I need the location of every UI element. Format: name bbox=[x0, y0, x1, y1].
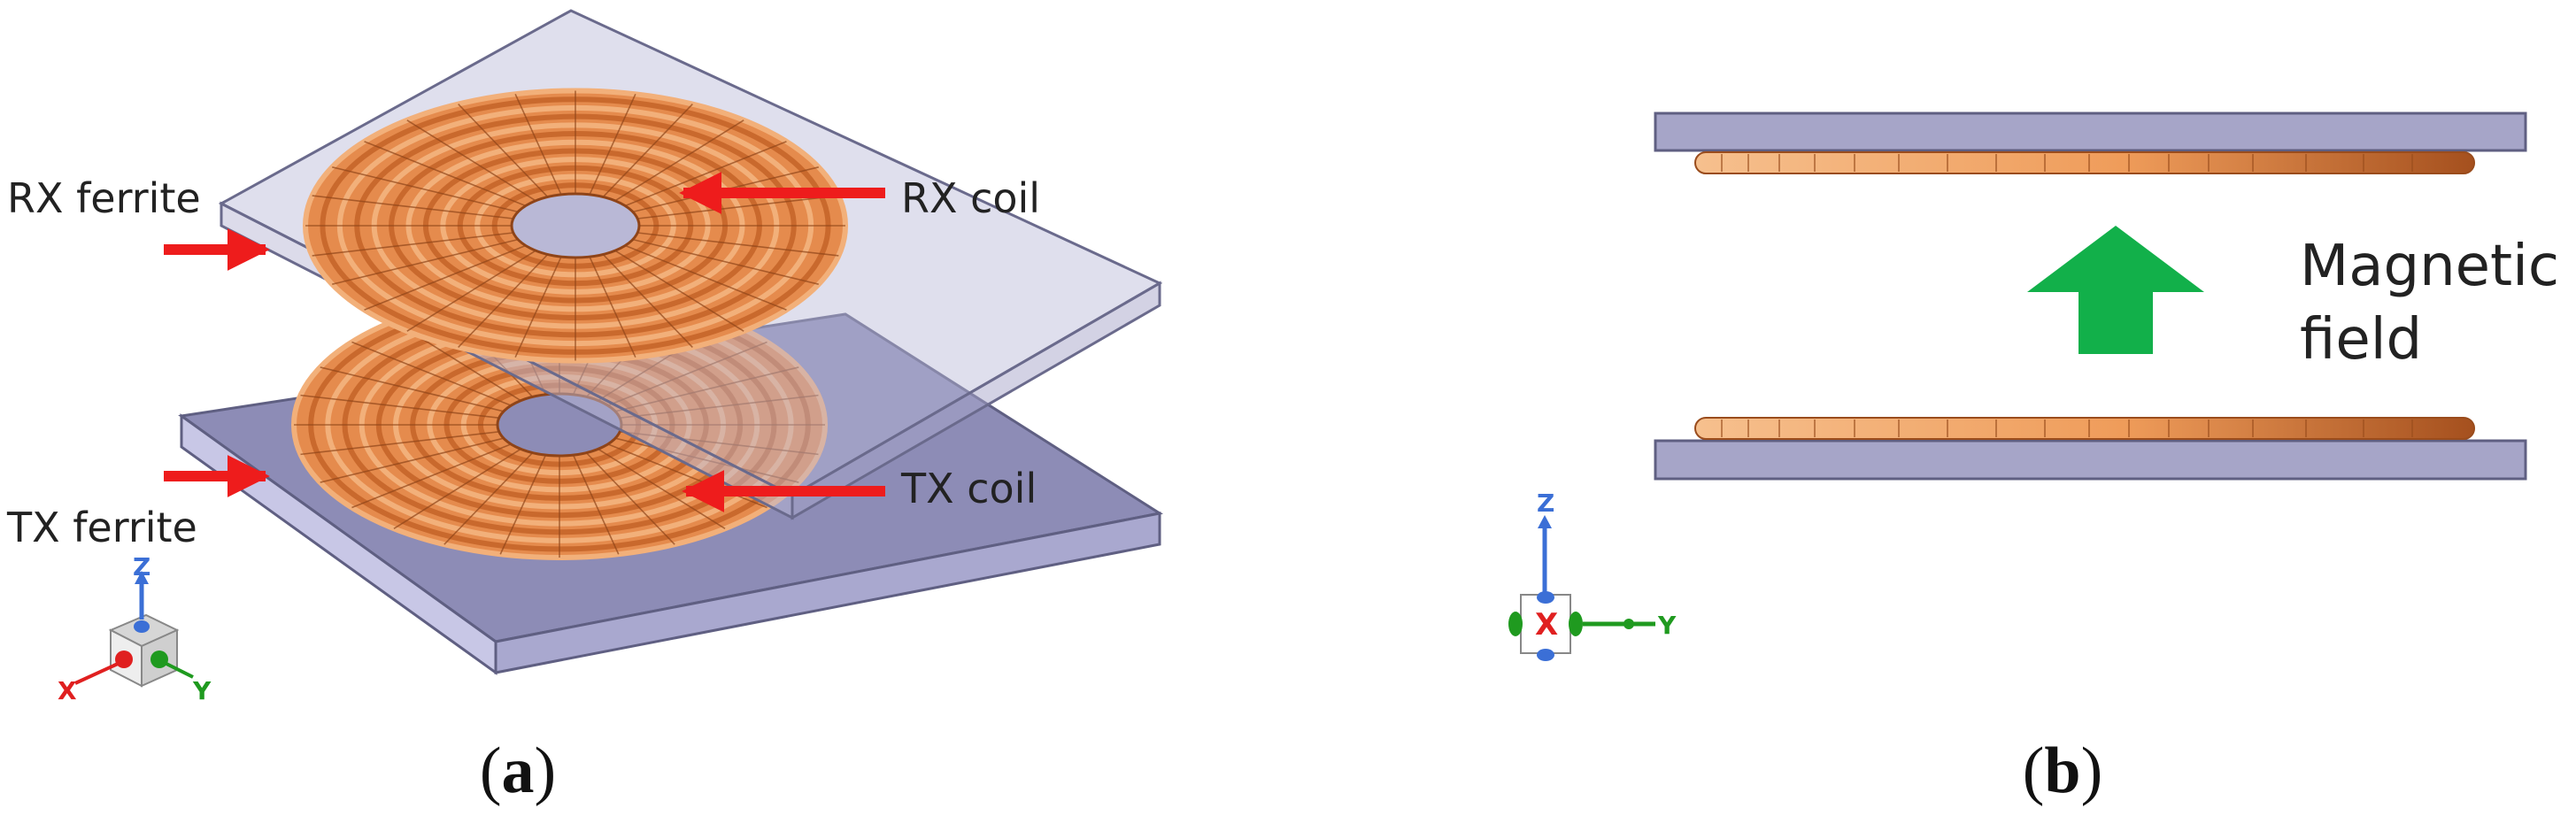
caption-b-close: ) bbox=[2081, 735, 2103, 807]
caption-b-letter: b bbox=[2044, 735, 2080, 807]
y-axis-label: Y bbox=[192, 676, 212, 705]
y-axis-knob bbox=[150, 650, 168, 668]
z-axis-label: Z bbox=[133, 552, 150, 581]
tx-coil-label: TX coil bbox=[900, 465, 1037, 512]
svg-text:(b): (b) bbox=[2023, 735, 2102, 807]
rx-coil-label: RX coil bbox=[901, 174, 1040, 222]
tx-coil-side bbox=[1694, 417, 2475, 440]
axis-triad-b: Z X Y bbox=[1508, 489, 1677, 661]
x-axis-knob bbox=[115, 650, 133, 668]
panel-b: Magnetic field Z X Y (b) bbox=[1508, 112, 2559, 807]
y-axis-label-b: Y bbox=[1657, 611, 1677, 640]
caption-a: (a) bbox=[480, 735, 556, 807]
caption-a-open: ( bbox=[480, 735, 502, 807]
rx-coil bbox=[303, 88, 848, 364]
tx-ferrite-label: TX ferrite bbox=[6, 504, 197, 551]
x-axis-label-b: X bbox=[1535, 607, 1558, 643]
panel-a: RX ferrite RX coil TX ferrite TX coil Z … bbox=[6, 9, 1163, 807]
magnetic-field-label-line2: field bbox=[2300, 307, 2422, 373]
tx-ferrite-side bbox=[1654, 439, 2527, 481]
svg-text:(a): (a) bbox=[480, 735, 556, 807]
magnetic-field-arrow bbox=[2027, 226, 2204, 354]
axis-triad-a: Z X Y bbox=[58, 552, 212, 705]
caption-b: (b) bbox=[2023, 735, 2102, 807]
tx-coil bbox=[291, 289, 828, 560]
rx-ferrite-label: RX ferrite bbox=[7, 174, 201, 222]
magnetic-field-label-line1: Magnetic bbox=[2300, 234, 2559, 299]
caption-a-close: ) bbox=[535, 735, 557, 807]
x-axis-label: X bbox=[58, 676, 77, 705]
rx-ferrite-side bbox=[1654, 112, 2527, 152]
caption-b-open: ( bbox=[2023, 735, 2045, 807]
rx-coil-side bbox=[1694, 151, 2475, 174]
z-axis-label-b: Z bbox=[1537, 489, 1554, 518]
caption-a-letter: a bbox=[502, 735, 535, 807]
